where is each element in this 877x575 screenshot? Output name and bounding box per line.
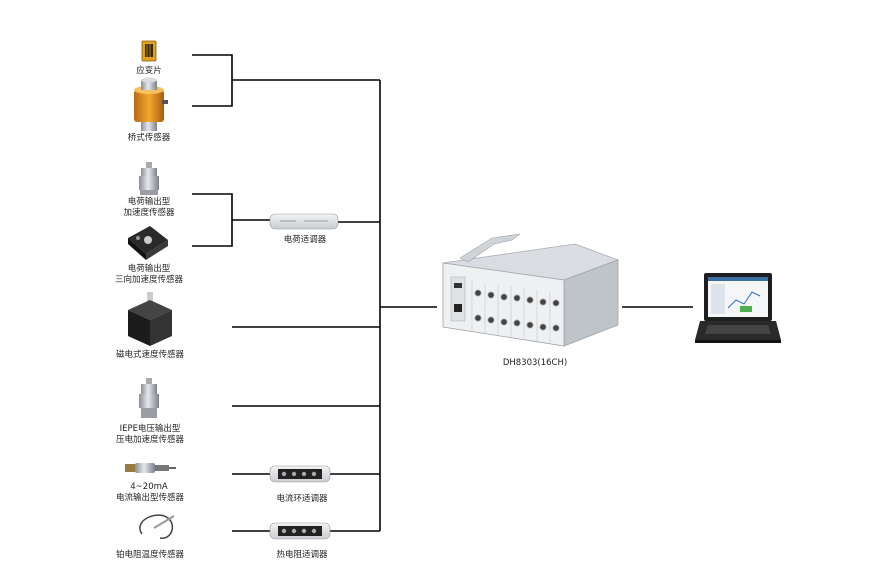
iepe-accelerometer-label-line2: 压电加速度传感器 xyxy=(115,435,184,445)
charge-conditioner-label: 电荷适调器 xyxy=(283,235,327,245)
bridge-sensor-label: 桥式传感器 xyxy=(127,133,171,143)
current-sensor-label-line2: 电流输出型传感器 xyxy=(115,493,184,503)
wire-triaxial xyxy=(192,220,233,247)
wire-strain-gauge xyxy=(192,54,233,80)
strain-gauge-icon xyxy=(141,40,157,62)
triaxial-accelerometer-label-line2: 三向加速度传感器 xyxy=(114,275,183,285)
current-sensor-label-line1: 4~20mA xyxy=(130,482,168,492)
current-conditioner-icon xyxy=(269,465,331,483)
laptop-icon xyxy=(695,273,781,343)
instrument-label: DH8303(16CH) xyxy=(502,358,568,368)
bridge-sensor-icon xyxy=(134,77,168,131)
wire-charge-accel xyxy=(192,193,233,220)
data-acquisition-instrument-icon xyxy=(442,233,620,347)
velocity-sensor-label: 磁电式速度传感器 xyxy=(115,350,184,360)
triaxial-accelerometer-label-line1: 电荷输出型 xyxy=(127,264,171,274)
iepe-accelerometer-label-line1: IEPE电压输出型 xyxy=(119,424,181,434)
strain-gauge-label: 应变片 xyxy=(136,66,162,76)
iepe-accelerometer-icon xyxy=(139,378,159,418)
velocity-sensor-icon xyxy=(128,292,172,346)
rtd-conditioner-label: 热电阻适调器 xyxy=(276,550,328,560)
rtd-sensor-icon xyxy=(139,514,175,539)
wiring xyxy=(192,54,693,532)
charge-accelerometer-label-line2: 加速度传感器 xyxy=(123,208,175,218)
rtd-sensor-label: 铂电阻温度传感器 xyxy=(115,550,184,560)
charge-accelerometer-icon xyxy=(139,162,159,195)
rtd-conditioner-icon xyxy=(269,522,331,540)
wire-bridge-sensor xyxy=(192,80,233,107)
current-sensor-icon xyxy=(125,463,176,473)
current-conditioner-label: 电流环适调器 xyxy=(276,494,328,504)
charge-accelerometer-label-line1: 电荷输出型 xyxy=(127,197,171,207)
triaxial-accelerometer-icon xyxy=(128,226,168,260)
charge-conditioner-icon xyxy=(269,213,339,230)
